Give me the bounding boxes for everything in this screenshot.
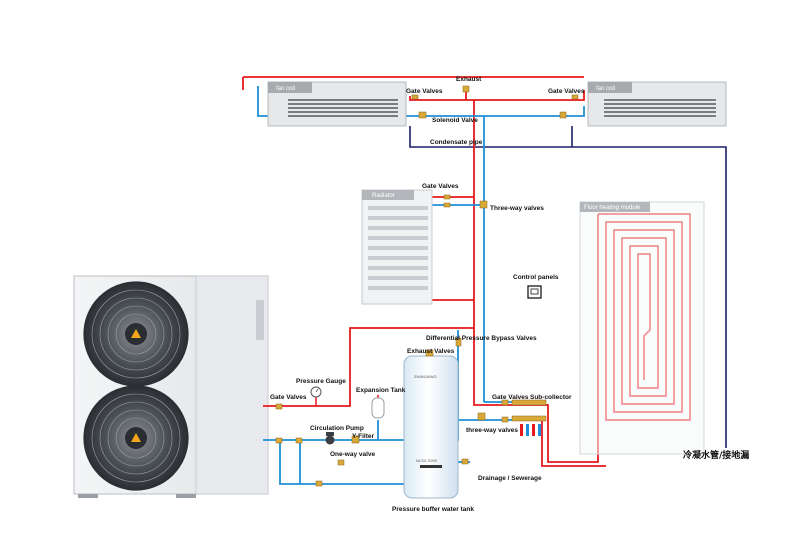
bypass-valve xyxy=(455,337,462,347)
one-way-valve xyxy=(337,459,345,466)
radiator: Radiator xyxy=(361,189,433,305)
gate-valve-fan-coil-left xyxy=(411,94,419,100)
lower-fan xyxy=(83,385,189,491)
fan-coil-left: fan coil xyxy=(267,81,407,127)
drainage-sewerage-label: Drainage / Sewerage xyxy=(478,475,542,482)
bypass-valves-label: Differential Pressure Bypass Valves xyxy=(426,335,537,342)
solenoid-valve-label: Solenoid Valve xyxy=(432,117,478,124)
condensate-pipe-line xyxy=(409,126,727,448)
floor-heating-module: Floor heating module xyxy=(579,201,705,455)
gate-valve-radiator xyxy=(443,194,451,200)
fan-coil-right: fan coil xyxy=(587,81,727,127)
upper-fan xyxy=(83,281,189,387)
fan-coil-right-label: fan coil xyxy=(596,86,615,92)
sub-collector xyxy=(511,399,547,436)
expansion-tank-label: Expansion Tank xyxy=(356,387,406,394)
heat-pump-unit xyxy=(73,275,269,498)
control-panel xyxy=(527,285,542,299)
exhaust-valve-top xyxy=(462,85,470,93)
gate-valves-radiator-label: Gate Valves xyxy=(422,183,459,190)
pressure-gauge xyxy=(310,386,322,406)
tank-model: NLSX-S200 xyxy=(416,458,438,463)
solenoid-valve xyxy=(418,111,427,119)
gate-valve-fan-coil-right-return xyxy=(559,111,567,119)
condensate-drain-cn-label: 冷凝水管/接地漏 xyxy=(683,449,749,461)
floor-heating-module-label: Floor heating module xyxy=(584,205,641,211)
gate-valve-collector-b xyxy=(501,416,509,423)
gate-valve-unit-supply xyxy=(275,403,283,410)
gate-valve-unit-return-2 xyxy=(295,437,303,444)
y-filter xyxy=(351,435,360,444)
y-filter-label: Y-Filter xyxy=(352,433,375,440)
hot-supply-pipes xyxy=(242,76,606,467)
radiator-label: Radiator xyxy=(372,193,395,199)
control-panels-label: Control panels xyxy=(513,274,559,281)
gate-valves-collector-label: Gate Valves xyxy=(492,394,529,401)
exhaust-valve-tank xyxy=(425,349,434,357)
three-way-valve-upper xyxy=(479,200,488,209)
pressure-gauge-label: Pressure Gauge xyxy=(296,378,346,385)
expansion-tank xyxy=(371,395,385,419)
three-way-valve-lower xyxy=(477,412,486,421)
three-way-valves-lower-label: three-way valves xyxy=(466,427,518,434)
gate-valve-fan-coil-right xyxy=(571,94,579,100)
buffer-tank-label: Pressure buffer water tank xyxy=(392,506,474,513)
exhaust-label: Exhaust xyxy=(456,76,482,83)
gate-valve-unit-return xyxy=(275,437,283,444)
drain-valve xyxy=(461,458,469,465)
gate-valve-radiator-return xyxy=(443,202,451,208)
fan-coil-left-label: fan coil xyxy=(276,86,295,92)
gate-valve-collector-a xyxy=(501,399,509,406)
gate-valves-unit-label: Gate Valves xyxy=(270,394,307,401)
circulation-pump xyxy=(325,432,335,445)
tank-brand: ZHANJIANG xyxy=(414,374,437,379)
valves xyxy=(275,85,579,487)
pressure-buffer-water-tank: ZHANJIANG NLSX-S200 xyxy=(403,355,459,499)
condensate-pipe-label: Condensate pipe xyxy=(430,139,483,146)
gate-valves-top-right-label: Gate Valves xyxy=(548,88,585,95)
valve-unit-bottom xyxy=(315,480,323,487)
sub-collector-label: Sub-collector xyxy=(530,394,572,401)
gate-valves-top-left-label: Gate Valves xyxy=(406,88,443,95)
labels: Exhaust Gate Valves Gate Valves Solenoid… xyxy=(270,76,749,513)
one-way-valve-label: One-way valve xyxy=(330,451,376,458)
exhaust-valves-label: Exhaust Valves xyxy=(407,348,455,355)
three-way-valves-upper-label: Three-way valves xyxy=(490,205,544,212)
circulation-pump-label: Circulation Pump xyxy=(310,425,364,432)
